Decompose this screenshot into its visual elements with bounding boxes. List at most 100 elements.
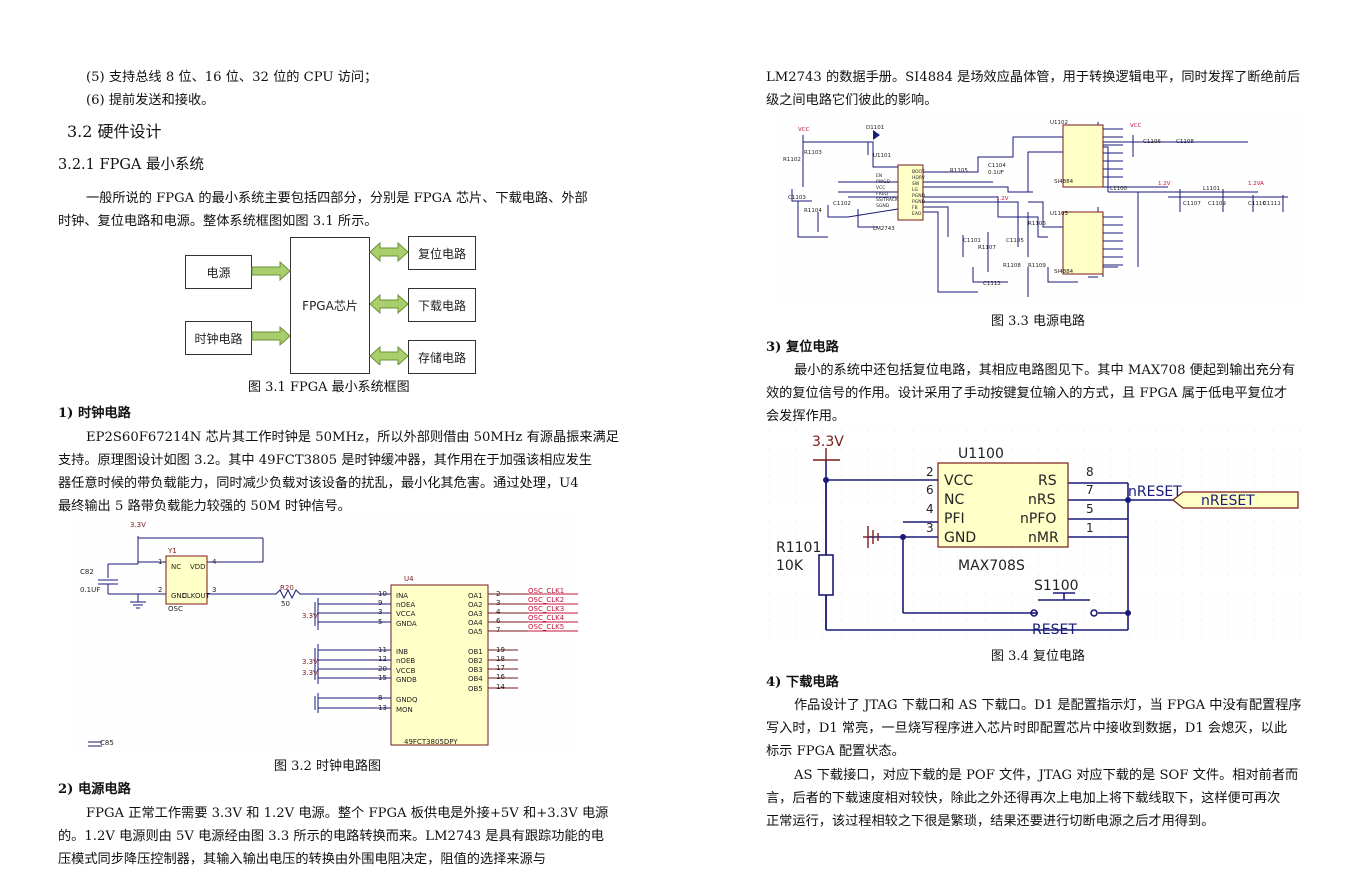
heading-power: 2) 电源电路	[58, 782, 131, 797]
pin-nc: NC	[944, 492, 964, 508]
pin-number: 2	[158, 586, 162, 594]
label-c1105: C1105	[1006, 238, 1024, 244]
label-vcc: VCC	[798, 127, 810, 133]
label-u4-part: 49FCT3805DPY	[404, 738, 458, 746]
label-1v2: 1.2V	[1158, 181, 1171, 187]
label-r1103: R1103	[804, 150, 822, 156]
max708-pin-number: 4	[926, 502, 934, 516]
paragraph-line: 的。1.2V 电源则由 5V 电源经由图 3.3 所示的电路转换而来。LM274…	[58, 829, 604, 844]
u4-pin-name: INA	[396, 592, 408, 600]
paragraph-line: 言，后者的下载速度相对较快，除此之外还得再次上电加上将下载线取下，这样便可再次	[766, 791, 1281, 806]
u4-pin-name: OA1	[468, 592, 483, 600]
max708-pin-number: 7	[1086, 483, 1094, 497]
label-c82-value: 0.1UF	[80, 586, 100, 594]
label-c1107: C1107	[1183, 201, 1201, 207]
label-c1110: C1110	[1248, 201, 1266, 207]
resistor-r1101	[818, 554, 834, 596]
u4-pin-number: 16	[496, 673, 505, 681]
label-c1101: C1101	[963, 238, 981, 244]
u1102-chip	[1062, 124, 1104, 188]
u4-pin-name: INB	[396, 648, 408, 656]
diode-d1101	[873, 130, 880, 140]
label-reset: RESET	[1032, 622, 1077, 638]
list-item-6: (6) 提前发送和接收。	[86, 93, 215, 108]
label-1v2: 1.2V	[996, 196, 1009, 202]
u4-pin-name: OB2	[468, 657, 483, 665]
lm2743-pin: EN	[876, 173, 882, 179]
pin-vcc: VCC	[944, 473, 973, 489]
label-vcc: VCC	[1130, 123, 1142, 129]
u4-pin-number: 2	[496, 590, 500, 598]
paragraph-line: 最终输出 5 路带负载能力较强的 50M 时钟信号。	[58, 499, 351, 514]
heading-download: 4) 下载电路	[766, 675, 839, 690]
label-10k: 10K	[776, 558, 804, 574]
diagram-clock-box: 时钟电路	[185, 321, 252, 355]
max708-pin-number: 8	[1086, 465, 1094, 479]
figure-caption-3-2: 图 3.2 时钟电路图	[274, 759, 381, 774]
u4-chip	[390, 584, 489, 746]
pin-nrs: nRS	[1028, 492, 1056, 508]
lm2743-pin: BOOT	[912, 169, 925, 175]
label-l1100: L1100	[1110, 186, 1128, 192]
reset-schematic: 3.3V U1100 MAX708S VCC NC PFI GND RS nRS…	[768, 430, 1308, 642]
lm2743-pin: FREQ	[876, 191, 889, 197]
u4-pin-name: nOEA	[396, 601, 415, 609]
power-schematic: VCC VCC D1101 U1101 LM2743 U1102 U1103 S…	[778, 117, 1300, 307]
label-s1100: S1100	[1034, 578, 1079, 594]
label-c82: C82	[80, 568, 94, 576]
label-lm2743: LM2743	[873, 226, 895, 232]
label-c1109: C1109	[1208, 201, 1226, 207]
u4-pin-name: MON	[396, 706, 413, 714]
u4-pin-number: 12	[378, 655, 387, 663]
arrow-fpga-reset	[369, 241, 409, 263]
u4-pin-number: 9	[378, 599, 382, 607]
paragraph-line: 压模式同步降压控制器，其输入输出电压的转换由外围电阻决定，阻值的选择来源与	[58, 852, 546, 867]
u4-pin-name: OA5	[468, 628, 483, 636]
osc-clock-net: OSC_CLK5	[528, 623, 564, 631]
u4-pin-name: OB3	[468, 666, 483, 674]
u4-pin-number: 18	[496, 655, 505, 663]
pin-number: 3	[212, 586, 216, 594]
label-u1100: U1100	[958, 446, 1004, 462]
label-c1103: C1103	[788, 195, 806, 201]
label-1v2a: 1.2VA	[1248, 181, 1264, 187]
label-r1108: R1108	[1003, 263, 1021, 269]
max708-pin-number: 5	[1086, 502, 1094, 516]
arrow-fpga-download	[369, 293, 409, 315]
u4-pin-number: 13	[378, 704, 387, 712]
u4-pin-number: 5	[378, 618, 382, 626]
diagram-fpga-box: FPGA芯片	[290, 237, 370, 374]
diagram-power-box: 电源	[185, 255, 252, 289]
lm2743-chip	[897, 164, 924, 221]
label-3v3: 3.3V	[302, 612, 318, 620]
pin-number: 1	[158, 558, 162, 566]
label-r1104: R1104	[804, 208, 822, 214]
label-gnd: GND	[171, 592, 187, 600]
arrow-clock-to-fpga	[251, 325, 291, 347]
lm2743-pin: EAO	[912, 211, 922, 217]
paragraph-line: 一般所说的 FPGA 的最小系统主要包括四部分，分别是 FPGA 芯片、下载电路…	[86, 191, 588, 206]
u4-pin-name: OA3	[468, 610, 483, 618]
section-heading-3-2-1: 3.2.1 FPGA 最小系统	[58, 157, 204, 173]
paragraph-line: EP2S60F67214N 芯片其工作时钟是 50MHz，所以外部则借由 50M…	[86, 430, 619, 445]
pin-pfi: PFI	[944, 511, 965, 527]
paragraph-line: AS 下载接口，对应下载的是 POF 文件，JTAG 对应下载的是 SOF 文件…	[794, 768, 1299, 783]
label-u1103: U1103	[1050, 211, 1069, 217]
lm2743-pin: SGND	[876, 203, 890, 209]
paragraph-line: 器任意时候的带负载能力，同时减少负载对该设备的扰乱，最小化其危害。通过处理，U4	[58, 476, 579, 491]
label-r1102: R1102	[783, 157, 801, 163]
u4-pin-number: 17	[496, 664, 505, 672]
lm2743-pin: LG	[912, 187, 919, 193]
osc-clock-net: OSC_CLK2	[528, 596, 564, 604]
label-u4: U4	[404, 575, 414, 583]
label-r20: R20	[280, 584, 294, 592]
paragraph-line: 时钟、复位电路和电源。整体系统框图如图 3.1 所示。	[58, 214, 378, 229]
lm2743-pin: PWGD	[876, 179, 891, 185]
nreset-port	[1172, 491, 1299, 509]
u4-pin-name: GNDB	[396, 676, 417, 684]
osc-chip	[165, 555, 208, 605]
paragraph-line: 作品设计了 JTAG 下载口和 AS 下载口。D1 是配置指示灯，当 FPGA …	[794, 698, 1302, 713]
pin-gnd: GND	[944, 530, 976, 546]
paragraph-line: 最小的系统中还包括复位电路，其相应电路图见下。其中 MAX708 便起到输出充分…	[794, 363, 1296, 378]
label-r1101: R1101	[776, 540, 821, 556]
